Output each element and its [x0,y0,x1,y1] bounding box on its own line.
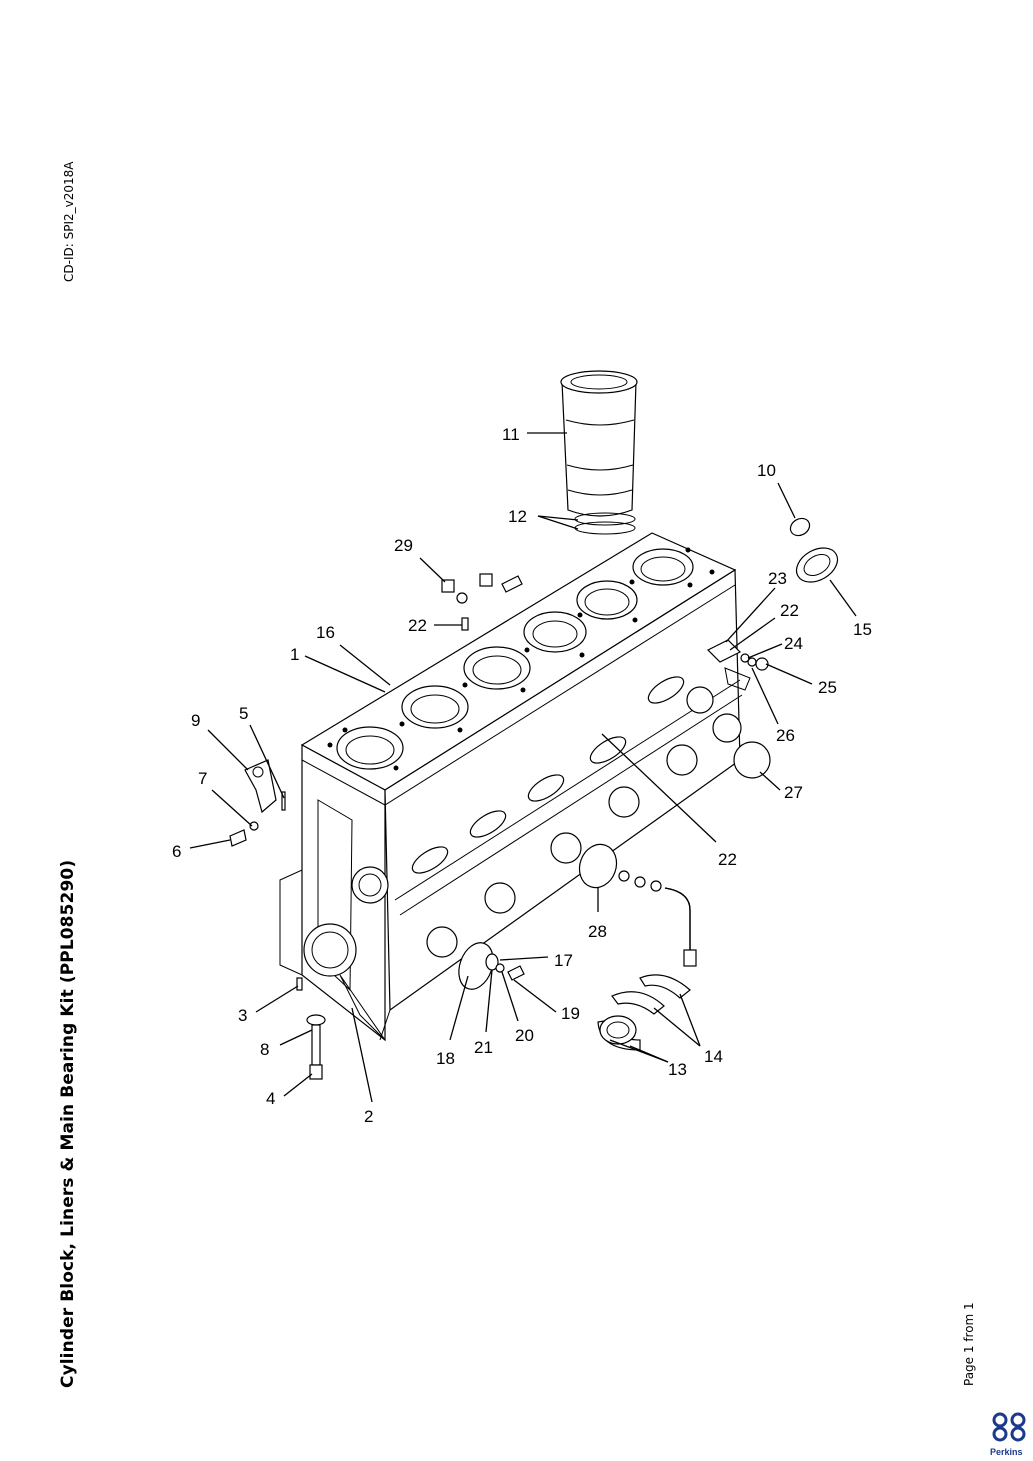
callout-15: 15 [853,620,872,639]
brand-name: Perkins [990,1447,1023,1457]
callout-18: 18 [436,1049,455,1068]
block-side-openings [411,676,742,958]
callout-21: 21 [474,1038,493,1057]
perkins-logo-icon [992,1412,1026,1442]
bush-15 [795,547,839,583]
cylinder-bores [327,547,715,771]
callout-16: 16 [316,623,335,642]
callout-11: 11 [502,425,520,444]
callout-12: 12 [508,507,527,526]
rear-fittings [706,639,769,691]
callout-9: 9 [191,711,200,730]
callout-22-side: 22 [718,850,737,869]
callout-labels: 11 12 10 15 29 22 16 1 23 22 24 25 26 27… [172,425,872,1126]
plug-10 [789,517,811,537]
cover-29 [578,843,618,889]
callout-8: 8 [260,1040,269,1059]
callout-23: 22 [780,601,799,620]
callout-3: 3 [238,1006,247,1025]
fitting-30 [441,573,523,604]
callout-27: 26 [776,726,795,745]
callout-19: 19 [561,1004,580,1023]
callout-4: 4 [266,1089,275,1108]
callout-10: 10 [757,461,776,480]
callout-30: 29 [394,536,413,555]
cylinder-block [279,532,743,1042]
callout-7: 7 [198,769,207,788]
lifting-bracket-9 [244,759,277,814]
callout-5: 5 [239,704,248,723]
callout-1: 1 [290,645,299,664]
callout-2: 2 [364,1107,373,1126]
callout-22-top: 22 [408,616,427,635]
bolt-4-8 [306,1014,326,1080]
callout-13: 13 [668,1060,687,1079]
callout-26: 25 [818,678,837,697]
dowel-22-top [461,617,469,631]
dowel-3 [296,977,303,991]
bolt-6 [229,791,286,847]
callout-28: 27 [784,783,803,802]
callout-17: 17 [554,951,573,970]
callout-29: 28 [588,922,607,941]
callout-25: 24 [784,634,803,653]
cover-plate-28 [733,741,771,779]
callout-24: 23 [768,569,787,588]
main-bearings [597,974,691,1051]
callout-14: 14 [704,1047,723,1066]
leader-lines [189,432,857,1103]
cylinder-liner [560,370,638,517]
callout-6: 6 [172,842,181,861]
callout-20: 20 [515,1026,534,1045]
pipe-fitting [618,870,697,967]
